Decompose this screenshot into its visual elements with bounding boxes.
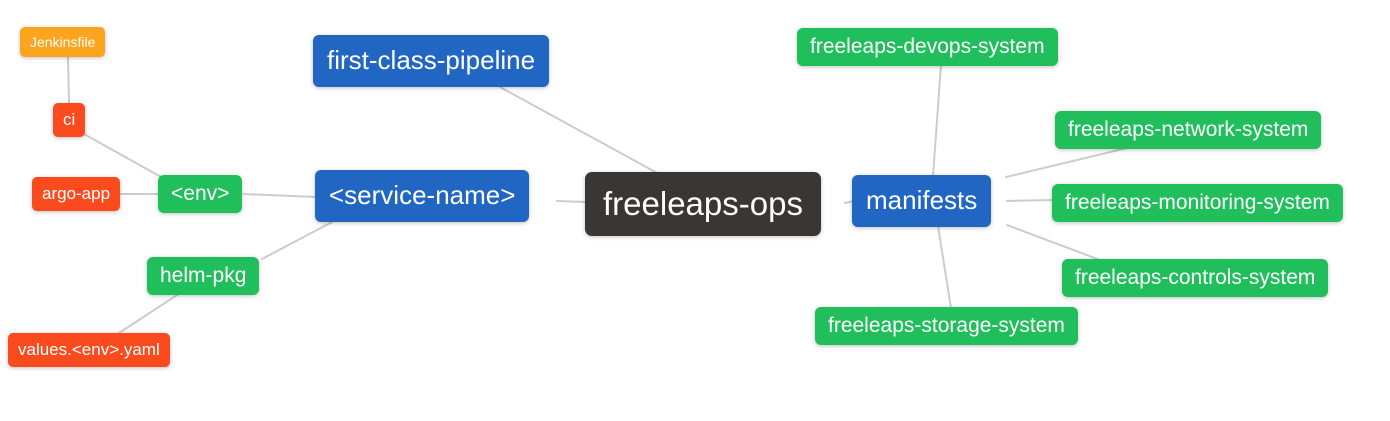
- edge-manifests-storage: [937, 225, 952, 309]
- node-argo-app[interactable]: argo-app: [32, 177, 121, 211]
- edge-pipeline-ops: [499, 86, 660, 175]
- edge-env-service-name: [243, 193, 317, 198]
- node-jenkinsfile[interactable]: Jenkinsfile: [20, 27, 106, 58]
- edge-jenkinsfile-ci: [67, 56, 70, 105]
- node-env[interactable]: <env>: [158, 175, 243, 214]
- node-controls-system[interactable]: freeleaps-controls-system: [1062, 259, 1329, 298]
- node-helm-pkg[interactable]: helm-pkg: [147, 257, 260, 296]
- node-values-env-yaml[interactable]: values.<env>.yaml: [8, 333, 170, 367]
- node-network-system[interactable]: freeleaps-network-system: [1055, 111, 1322, 150]
- edge-manifests-network: [1005, 147, 1128, 178]
- node-ci[interactable]: ci: [53, 103, 86, 137]
- edge-helm-pkg-values: [115, 292, 181, 336]
- node-monitoring-system[interactable]: freeleaps-monitoring-system: [1052, 184, 1343, 223]
- edge-service-name-helm-pkg: [261, 220, 335, 260]
- edge-ci-env: [83, 133, 162, 178]
- edge-manifests-controls: [1006, 224, 1101, 261]
- edge-service-name-ops: [556, 200, 588, 203]
- node-manifests[interactable]: manifests: [852, 175, 992, 227]
- edge-manifests-monitoring: [1006, 199, 1054, 202]
- node-first-class-pipeline[interactable]: first-class-pipeline: [313, 35, 550, 87]
- node-devops-system[interactable]: freeleaps-devops-system: [797, 28, 1058, 67]
- node-service-name[interactable]: <service-name>: [315, 170, 530, 222]
- edge-manifests-devops: [932, 64, 942, 177]
- node-storage-system[interactable]: freeleaps-storage-system: [815, 307, 1078, 346]
- node-freeleaps-ops[interactable]: freeleaps-ops: [585, 172, 821, 236]
